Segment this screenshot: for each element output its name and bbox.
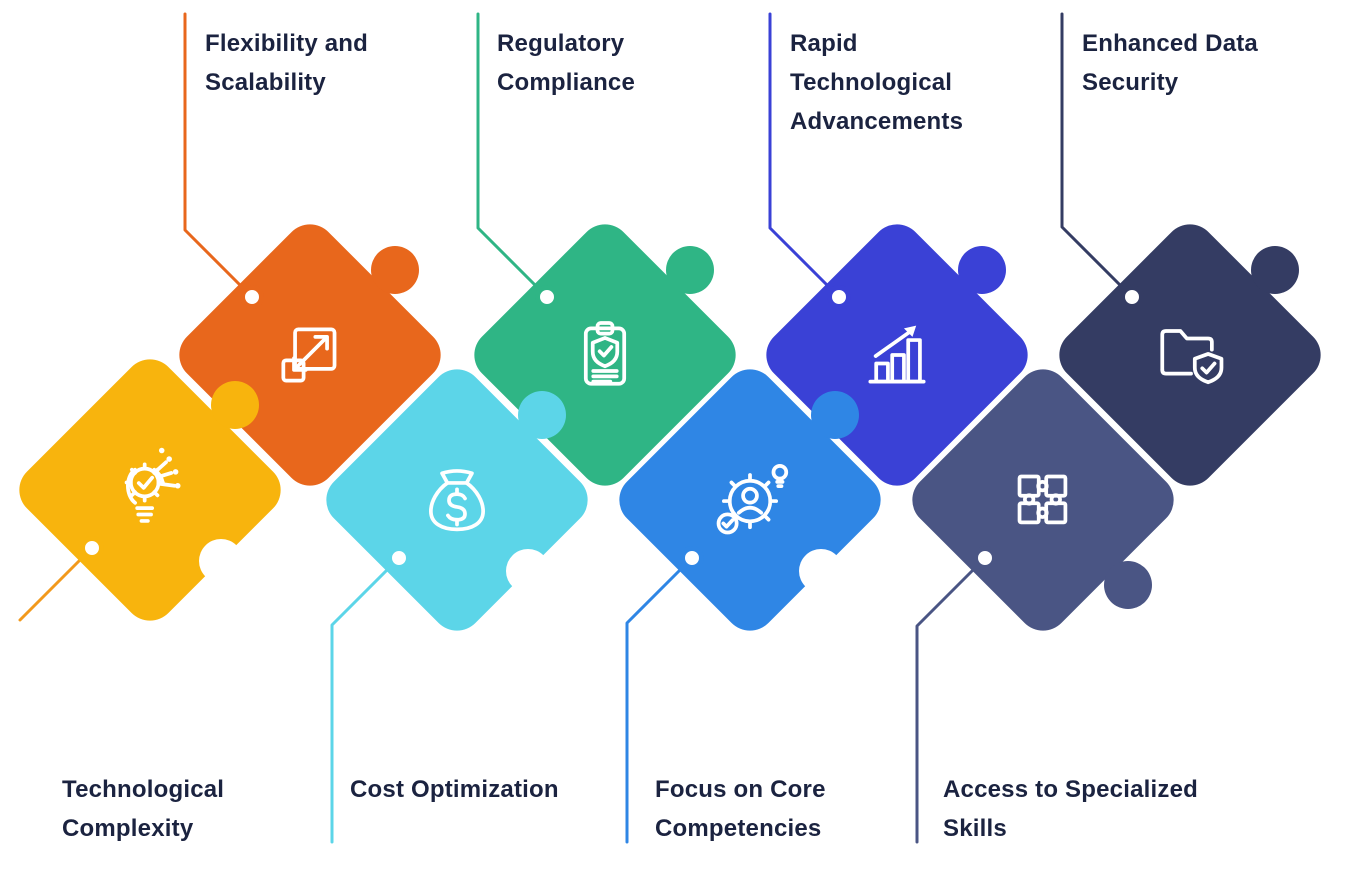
connector-dot xyxy=(535,285,559,309)
label-enhanced-data-security: Enhanced Data Security xyxy=(1082,30,1258,96)
label-focus-on-core-competencies: Focus on Core Competencies xyxy=(655,776,826,842)
label-cost-optimization: Cost Optimization xyxy=(350,776,559,803)
connector-enhanced-data-security xyxy=(1060,12,1134,299)
connector-dot xyxy=(680,546,704,570)
label-rapid-technological-advancements: Rapid Technological Advancements xyxy=(790,30,964,135)
puzzle-notch xyxy=(799,549,843,593)
connector-dot xyxy=(80,536,104,560)
puzzle-knob xyxy=(518,391,566,439)
connector-access-to-specialized-skills xyxy=(915,556,987,844)
puzzle-pieces-icon xyxy=(995,452,1091,548)
puzzle-knob xyxy=(1251,246,1299,294)
puzzle-piece-rapid-technological-advancements xyxy=(755,213,1039,497)
label-regulatory-compliance: Regulatory Compliance xyxy=(497,30,636,96)
lightbulb-gear-icon xyxy=(102,442,198,538)
label-flexibility-and-scalability: Flexibility and Scalability xyxy=(205,30,369,96)
puzzle-knob xyxy=(666,246,714,294)
connector-flexibility-and-scalability xyxy=(183,12,254,299)
puzzle-piece-regulatory-compliance xyxy=(463,213,747,497)
puzzle-knob xyxy=(371,246,419,294)
label-access-to-specialized-skills: Access to Specialized Skills xyxy=(943,776,1198,842)
puzzle-knob xyxy=(811,391,859,439)
connector-dot xyxy=(827,285,851,309)
connector-cost-optimization xyxy=(330,556,401,844)
puzzle-piece-focus-on-core-competencies xyxy=(608,358,892,642)
connector-dot xyxy=(240,285,264,309)
puzzle-piece-technological-complexity xyxy=(8,348,292,632)
puzzle-knob xyxy=(958,246,1006,294)
connector-focus-on-core-competencies xyxy=(625,556,694,844)
puzzle-knob xyxy=(1104,561,1152,609)
puzzle-piece-enhanced-data-security xyxy=(1048,213,1332,497)
folder-shield-icon xyxy=(1142,307,1238,403)
puzzle-piece-access-to-specialized-skills xyxy=(901,358,1185,642)
puzzle-piece-flexibility-and-scalability xyxy=(168,213,452,497)
puzzle-knob xyxy=(211,381,259,429)
connector-rapid-technological-advancements xyxy=(768,12,841,299)
puzzle-notch xyxy=(199,539,243,583)
puzzle-piece-cost-optimization xyxy=(315,358,599,642)
growth-chart-icon xyxy=(849,307,945,403)
person-gear-icon xyxy=(702,452,798,548)
connector-dot xyxy=(1120,285,1144,309)
label-technological-complexity: Technological Complexity xyxy=(62,776,225,842)
connector-dot xyxy=(387,546,411,570)
expand-arrows-icon xyxy=(262,307,358,403)
connector-regulatory-compliance xyxy=(476,12,549,299)
connector-dot xyxy=(973,546,997,570)
puzzle-notch xyxy=(506,549,550,593)
clipboard-shield-icon xyxy=(557,307,653,403)
money-bag-icon xyxy=(409,452,505,548)
